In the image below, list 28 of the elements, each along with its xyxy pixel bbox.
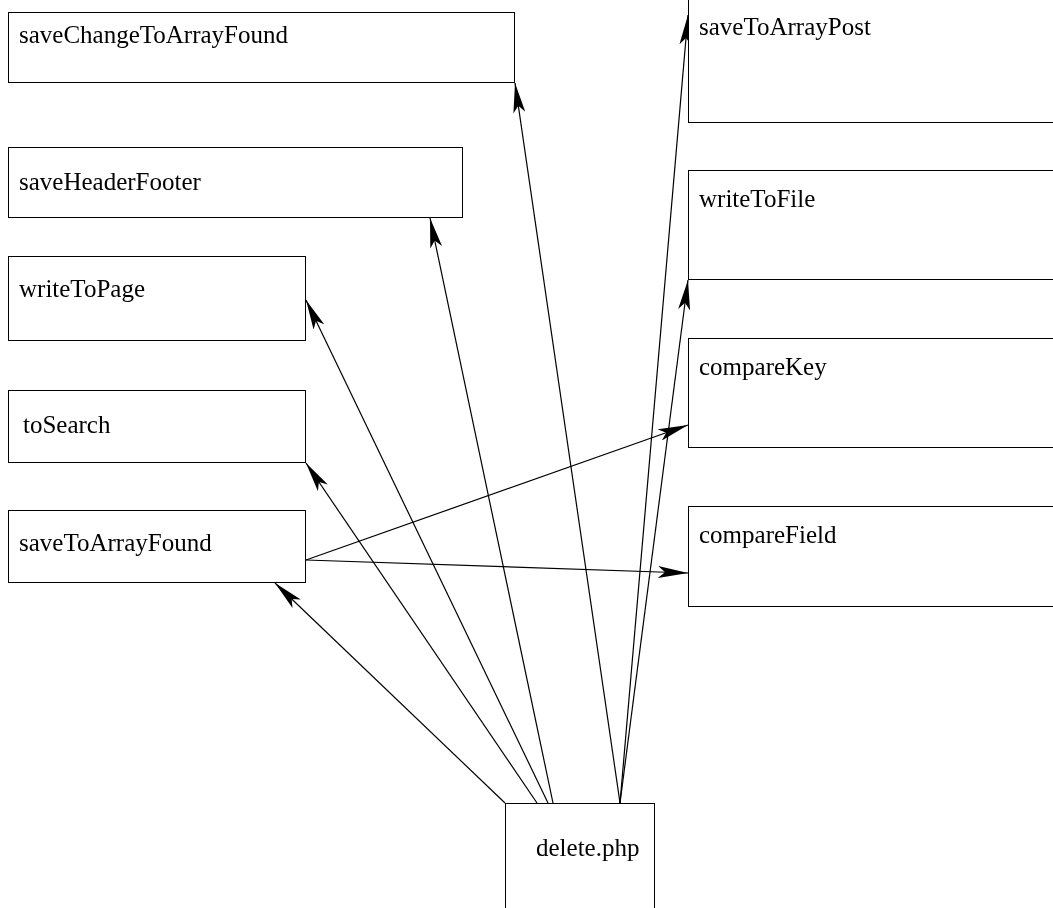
arrow [305,424,689,561]
node-label: writeToFile [699,185,816,213]
process-box [688,0,1053,123]
arrow [619,279,691,804]
process-box [505,803,655,908]
process-box [688,506,1053,607]
node-label: writeToPage [19,275,145,303]
process-box [8,12,515,83]
process-box [8,390,306,463]
node-label: saveToArrayPost [699,13,871,41]
process-box [688,338,1053,448]
arrow [305,299,549,804]
node-label: toSearch [23,411,111,439]
node-label: saveHeaderFooter [19,168,201,196]
node-label: saveChangeToArrayFound [19,21,289,49]
node-label: compareField [699,521,837,549]
process-box [8,256,306,341]
node-label: compareKey [699,353,827,381]
process-box [8,147,463,218]
process-box [688,170,1053,280]
process-box [8,510,306,583]
arrow [305,462,538,804]
arrow [305,559,689,578]
node-label: delete.php [536,834,640,862]
arrow [513,82,621,804]
node-label: saveToArrayFound [19,529,212,557]
arrow [274,582,506,804]
arrow [429,217,554,804]
